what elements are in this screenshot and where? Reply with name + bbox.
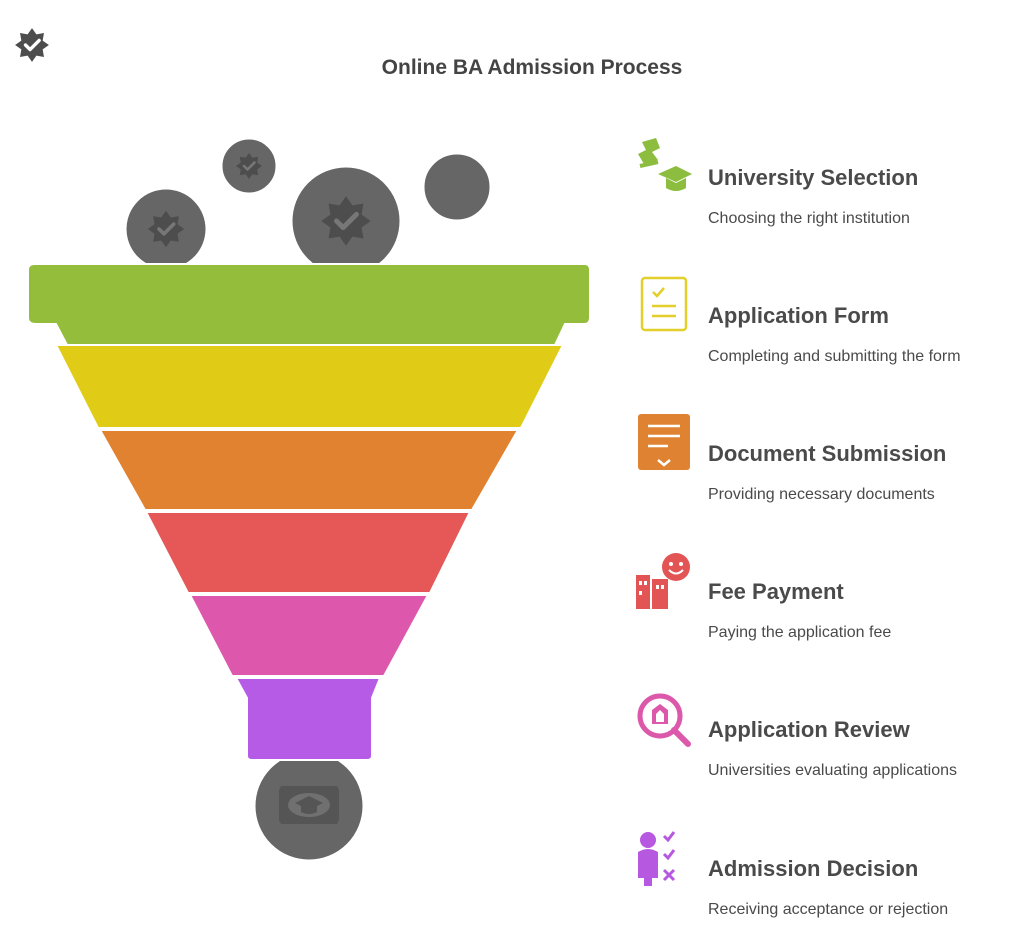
funnel [27, 263, 591, 761]
bubble-badge-icon-small [219, 136, 279, 196]
step-description: Choosing the right institution [708, 210, 910, 227]
bubble-circle-icon [421, 151, 493, 223]
diagram-title: Online BA Admission Process [381, 56, 683, 79]
step-title: Application Review [708, 717, 910, 742]
funnel-segment-2 [54, 344, 565, 429]
funnel-segment-3 [98, 429, 520, 511]
step-description: Universities evaluating applications [708, 762, 958, 779]
step-title: University Selection [708, 165, 919, 190]
magnifier-icon [637, 693, 691, 747]
checklist-icon [640, 276, 688, 332]
step-description: Paying the application fee [708, 624, 892, 641]
payment-icon [636, 553, 690, 609]
step-title: Document Submission [708, 441, 947, 466]
step-description: Providing necessary documents [708, 486, 935, 503]
graduation-cap-icon [638, 138, 692, 191]
funnel-segment-4 [144, 511, 472, 594]
bubble-badge-icon-large [289, 164, 403, 278]
funnel-segment-1 [27, 263, 591, 346]
step-description: Receiving acceptance or rejection [708, 901, 949, 918]
funnel-diagram [15, 28, 692, 886]
step-title: Admission Decision [708, 856, 919, 881]
step-title: Application Form [708, 303, 889, 328]
step-title: Fee Payment [708, 579, 844, 604]
bubble-badge-icon-left [123, 186, 209, 272]
funnel-segment-5 [188, 594, 430, 677]
step-description: Completing and submitting the form [708, 348, 961, 365]
logo-badge-check-icon [15, 28, 49, 62]
funnel-segment-6 [234, 677, 382, 761]
output-graduation-cap-icon [252, 749, 366, 863]
decision-icon [638, 831, 676, 886]
document-icon [638, 414, 690, 470]
